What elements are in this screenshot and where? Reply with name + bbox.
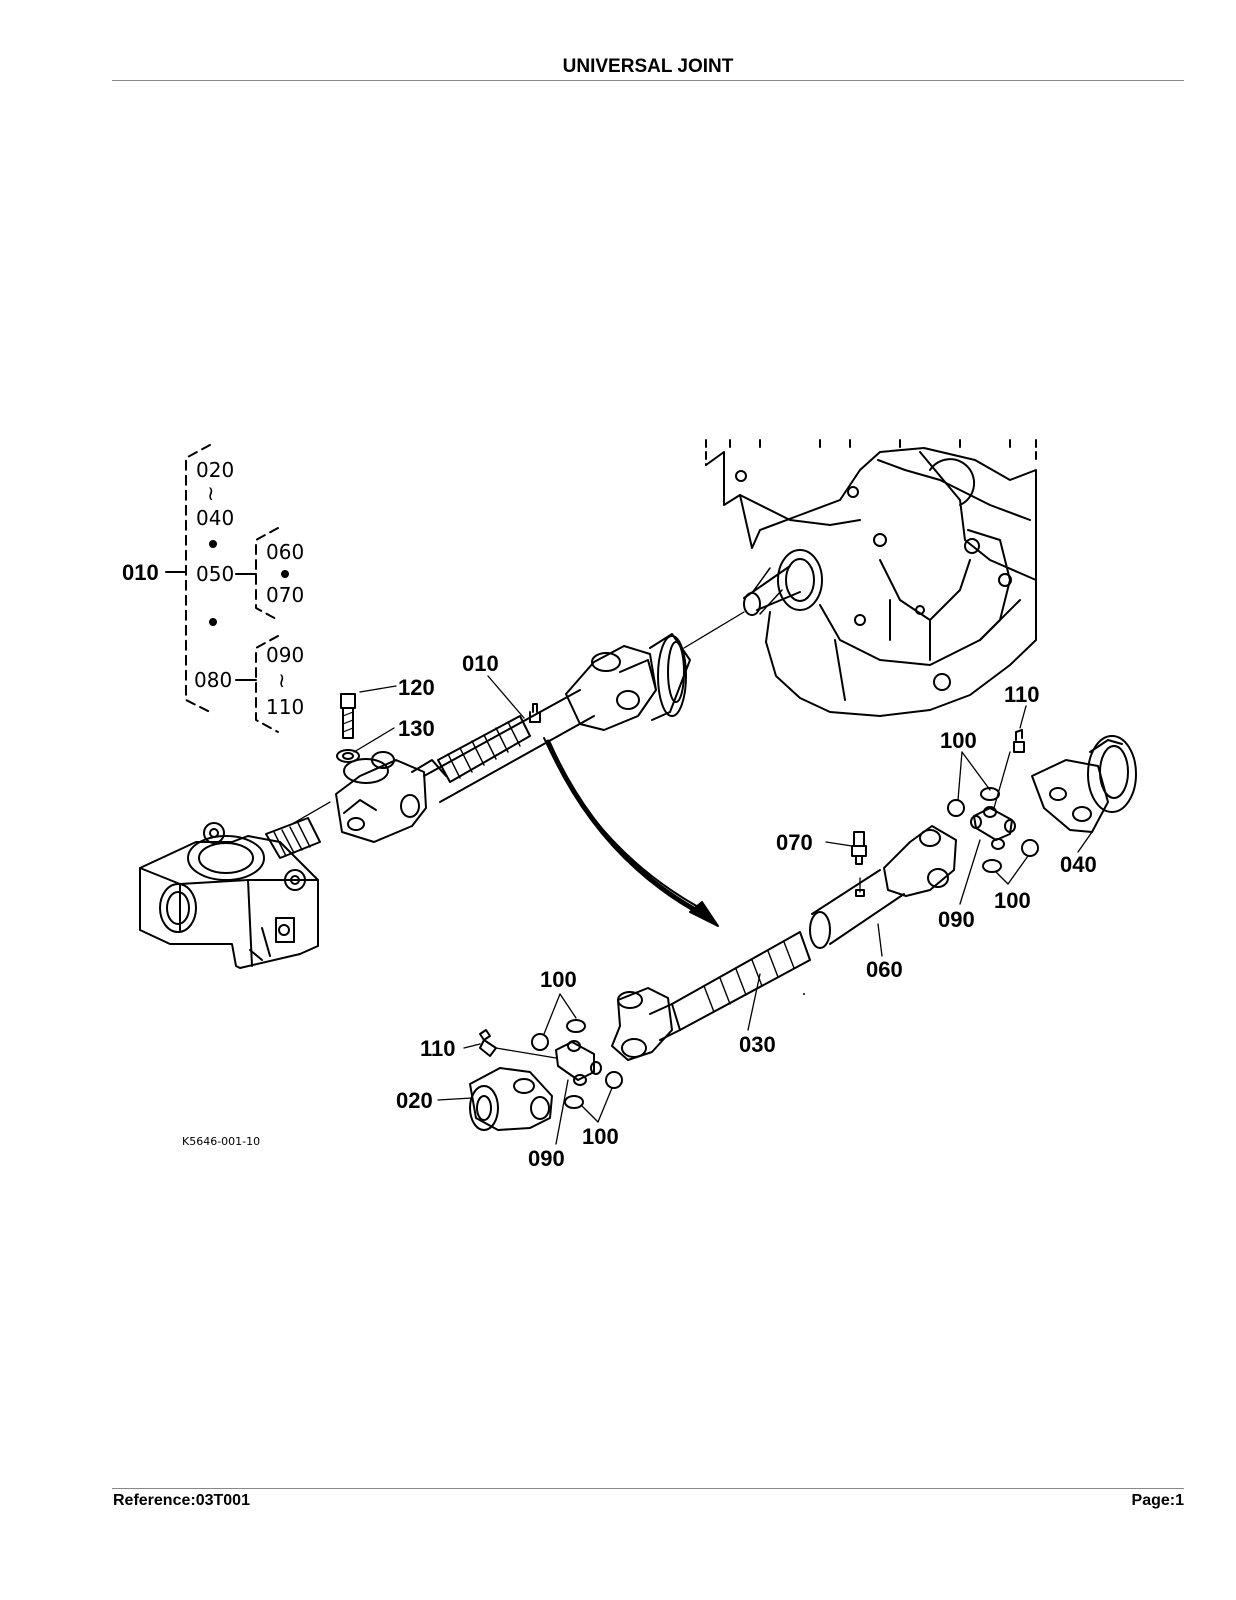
speck [803,993,805,995]
transmission-housing [705,439,1037,717]
callout-090-right: 090 [938,907,975,932]
left-joint-group [469,1019,623,1131]
parts-tree: 010 020 ≀ 040 050 060 070 080 090 ≀ 110 [122,444,304,733]
callout-020: 020 [396,1088,433,1113]
callout-060: 060 [866,957,903,982]
tree-item: 060 [266,540,304,564]
page-title: UNIVERSAL JOINT [562,56,734,77]
callout-110-left: 110 [420,1036,456,1061]
alignment-line [683,611,745,649]
callout-030: 030 [739,1032,776,1057]
footer-rule [112,1488,1184,1489]
tree-item: 090 [266,643,304,667]
tree-bracket-last [255,635,279,733]
drawing-code: K5646-001-10 [182,1135,260,1148]
tree-item: 080 [194,668,232,692]
header-rule [112,80,1184,81]
tree-item: 070 [266,583,304,607]
callout-100-left-top: 100 [540,967,577,992]
right-joint-group [611,729,1137,1061]
callout-100-right-top: 100 [940,728,977,753]
callout-labels: 120 130 010 110 100 040 070 090 100 060 … [182,651,1097,1171]
tree-root-label: 010 [122,560,159,585]
tree-tilde: ≀ [278,668,286,692]
callout-090-left: 090 [528,1146,565,1171]
direction-arrow [543,737,719,927]
callout-100-left-bottom: 100 [582,1124,619,1149]
callout-120: 120 [398,675,435,700]
footer-page-number: Page:1 [1131,1492,1184,1509]
front-gear-case [139,817,321,969]
tree-dot [281,570,289,578]
tree-dot [209,540,217,548]
tree-item: 050 [196,562,234,586]
callout-100-right-bottom: 100 [994,888,1031,913]
leader-lines [353,675,1093,1145]
tree-item: 040 [196,506,234,530]
footer-reference: Reference:03T001 [113,1492,250,1509]
callout-040: 040 [1060,852,1097,877]
callout-130: 130 [398,716,435,741]
callout-110-right: 110 [1004,682,1040,707]
tree-tilde: ≀ [207,481,215,505]
tree-item: 020 [196,458,234,482]
main-shaft-assembly [335,633,691,843]
callout-010: 010 [462,651,499,676]
callout-070: 070 [776,830,813,855]
tree-dot [209,618,217,626]
alignment-line [291,801,331,825]
tree-item: 110 [266,695,304,719]
